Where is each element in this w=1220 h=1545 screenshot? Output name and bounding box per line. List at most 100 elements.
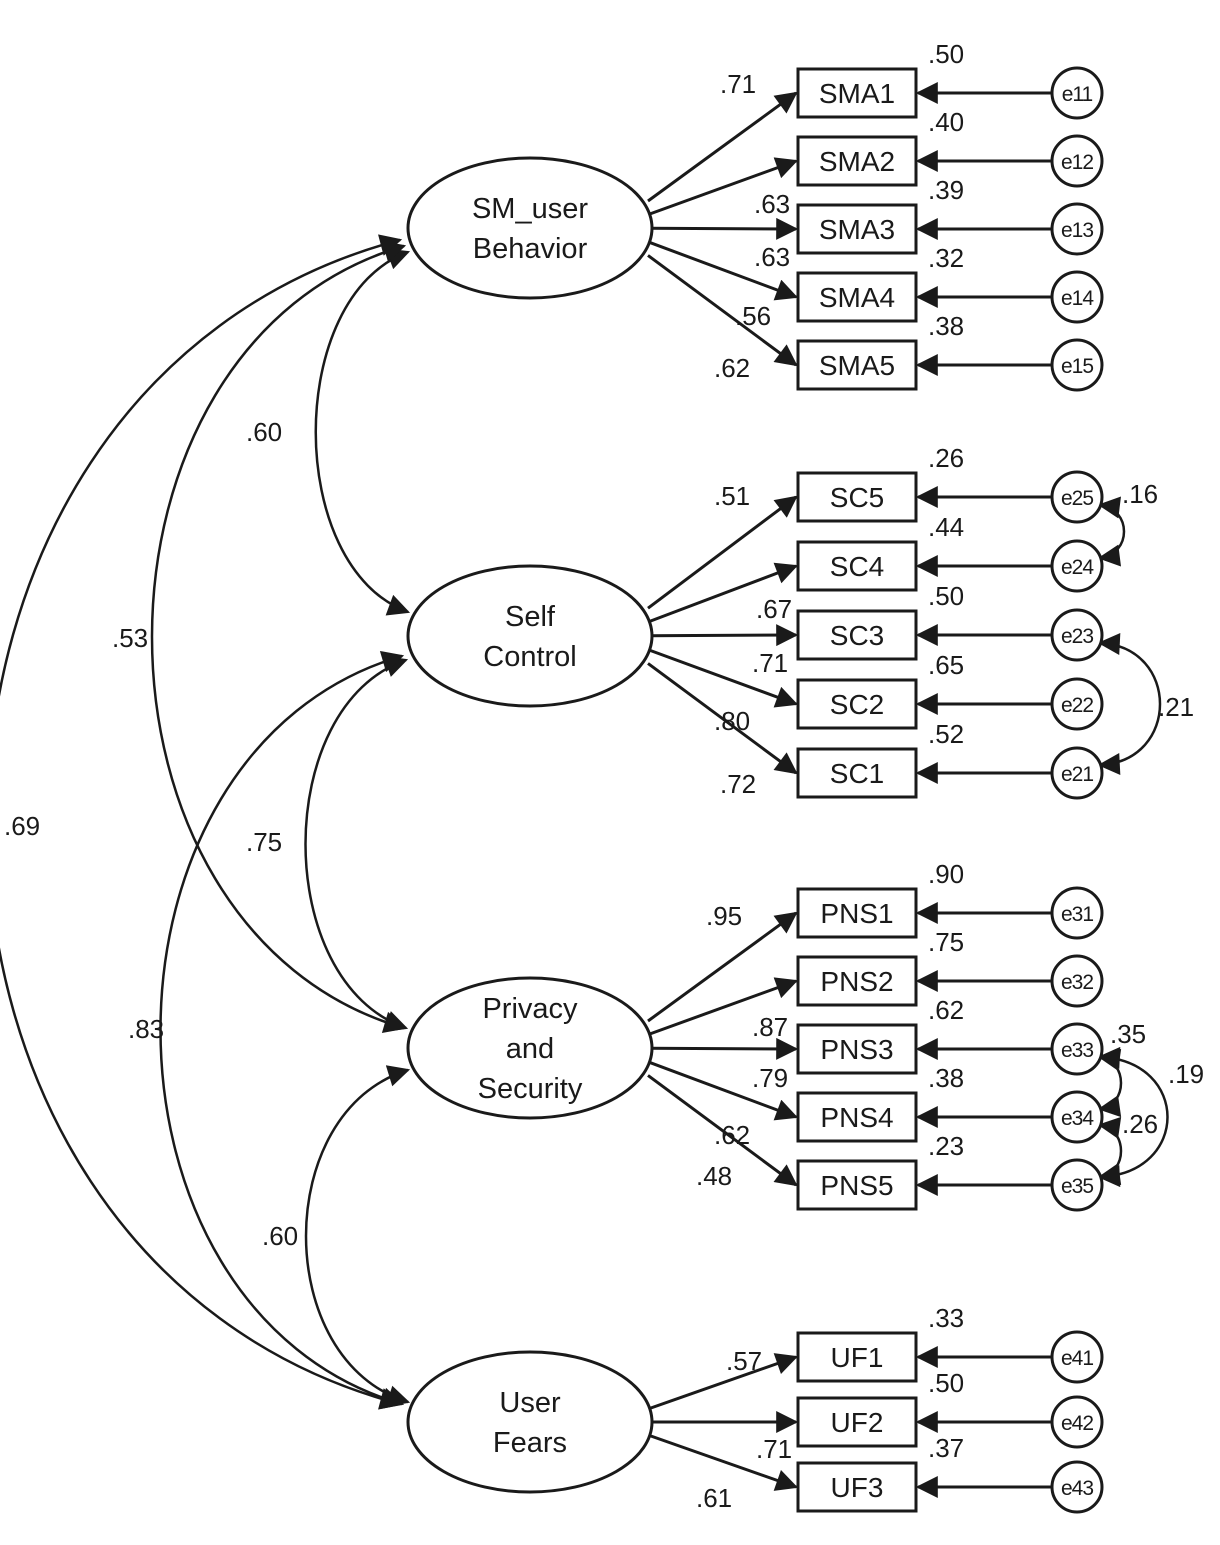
loading-pns5: .48 [696, 1161, 732, 1191]
indicator-pns5: PNS5 [796, 1159, 918, 1211]
error-e34: e34 [1050, 1090, 1104, 1144]
indicator-box [796, 1331, 918, 1383]
loading-path-sma5 [647, 254, 798, 367]
error-label: e24 [1061, 556, 1094, 579]
loading-sma4: .56 [735, 301, 771, 331]
loading-path-pns2 [647, 977, 799, 1037]
error-label: e22 [1061, 694, 1093, 717]
error-circle [1050, 202, 1104, 256]
error-circle [1050, 1022, 1104, 1076]
r-squared-pns2: .75 [928, 927, 964, 957]
indicator-sma2: SMA2 [796, 135, 918, 187]
error-covariance-label-e33-e35: .19 [1168, 1059, 1204, 1089]
indicator-uf3: UF3 [796, 1461, 918, 1513]
error-circle [1050, 134, 1104, 188]
loading-path-uf1 [647, 1353, 799, 1411]
error-label: e33 [1061, 1039, 1093, 1062]
error-label: e41 [1061, 1347, 1093, 1370]
loading-sma1: .71 [720, 69, 756, 99]
error-circle [1050, 677, 1104, 731]
r-squared-sma4: .32 [928, 243, 964, 273]
error-e41: e41 [1050, 1330, 1104, 1384]
error-e43: e43 [1050, 1460, 1104, 1514]
error-label: e23 [1061, 625, 1093, 648]
loading-pns2: .87 [752, 1012, 788, 1042]
loading-uf3: .61 [696, 1483, 732, 1513]
error-e24: e24 [1050, 539, 1104, 593]
loading-path-pns4 [647, 1060, 799, 1121]
r-squared-sc1: .52 [928, 719, 964, 749]
loading-path-sc1 [647, 662, 798, 775]
correlation-sma-sc [314, 248, 411, 616]
loading-path-sc2 [647, 648, 799, 708]
loading-sc1: .72 [720, 769, 756, 799]
loading-sc2: .80 [714, 706, 750, 736]
indicator-label: SC3 [830, 620, 884, 651]
correlation-pns-uf [304, 1065, 411, 1407]
error-covariance-label-e23-e21: .21 [1158, 692, 1194, 722]
error-covariance-e34-e35 [1097, 1116, 1123, 1186]
indicator-label: SMA2 [819, 146, 895, 177]
latent-ellipse [406, 1350, 654, 1494]
error-covariance-label-e33-e34: .35 [1110, 1019, 1146, 1049]
r-squared-sma1: .50 [928, 39, 964, 69]
error-e35: e35 [1050, 1158, 1104, 1212]
indicator-label: UF3 [831, 1472, 884, 1503]
loading-sma3: .63 [754, 242, 790, 272]
error-e32: e32 [1050, 954, 1104, 1008]
error-label: e43 [1061, 1477, 1093, 1500]
indicator-pns2: PNS2 [796, 955, 918, 1007]
indicator-sma1: SMA1 [796, 67, 918, 119]
error-e12: e12 [1050, 134, 1104, 188]
loading-path-sma2 [647, 157, 799, 217]
indicator-box [796, 678, 918, 730]
error-e42: e42 [1050, 1395, 1104, 1449]
latent-label: Behavior [473, 233, 588, 265]
r-squared-sma5: .38 [928, 311, 964, 341]
error-covariance-label-e34-e35: .26 [1122, 1109, 1158, 1139]
correlation-sc-pns [304, 656, 409, 1032]
error-covariance-e33-e34 [1097, 1048, 1123, 1118]
indicator-sc1: SC1 [796, 747, 918, 799]
r-squared-sc2: .65 [928, 650, 964, 680]
error-label: e13 [1061, 219, 1093, 242]
r-squared-sc4: .44 [928, 512, 964, 542]
indicator-box [796, 471, 918, 523]
loading-path-sma3 [647, 217, 799, 240]
r-squared-uf2: .50 [928, 1368, 964, 1398]
loading-sc4: .67 [756, 594, 792, 624]
indicator-sc3: SC3 [796, 609, 918, 661]
error-label: e15 [1061, 355, 1093, 378]
latent-ellipse [406, 156, 654, 300]
indicator-label: SC5 [830, 482, 884, 513]
error-label: e25 [1061, 487, 1093, 510]
loading-path-sc4 [647, 562, 799, 624]
indicator-pns3: PNS3 [796, 1023, 918, 1075]
r-squared-pns5: .23 [928, 1131, 964, 1161]
indicator-label: PNS2 [820, 966, 893, 997]
error-label: e21 [1061, 763, 1093, 786]
indicator-box [796, 1461, 918, 1513]
indicator-box [796, 135, 918, 187]
indicator-box [796, 1396, 918, 1448]
latent-label: Fears [493, 1427, 567, 1459]
error-e21: e21 [1050, 746, 1104, 800]
r-squared-sma2: .40 [928, 107, 964, 137]
error-circle [1050, 338, 1104, 392]
loading-path-sc3 [647, 624, 799, 647]
correlation-label-sma-pns: .53 [112, 623, 148, 653]
correlation-label-sc-pns: .75 [246, 827, 282, 857]
r-squared-sc5: .26 [928, 443, 964, 473]
indicator-uf2: UF2 [796, 1396, 918, 1448]
indicator-label: SMA1 [819, 78, 895, 109]
error-label: e32 [1061, 971, 1093, 994]
r-squared-pns3: .62 [928, 995, 964, 1025]
error-circle [1050, 954, 1104, 1008]
error-e13: e13 [1050, 202, 1104, 256]
r-squared-sma3: .39 [928, 175, 964, 205]
loading-pns4: .62 [714, 1120, 750, 1150]
indicator-label: PNS1 [820, 898, 893, 929]
